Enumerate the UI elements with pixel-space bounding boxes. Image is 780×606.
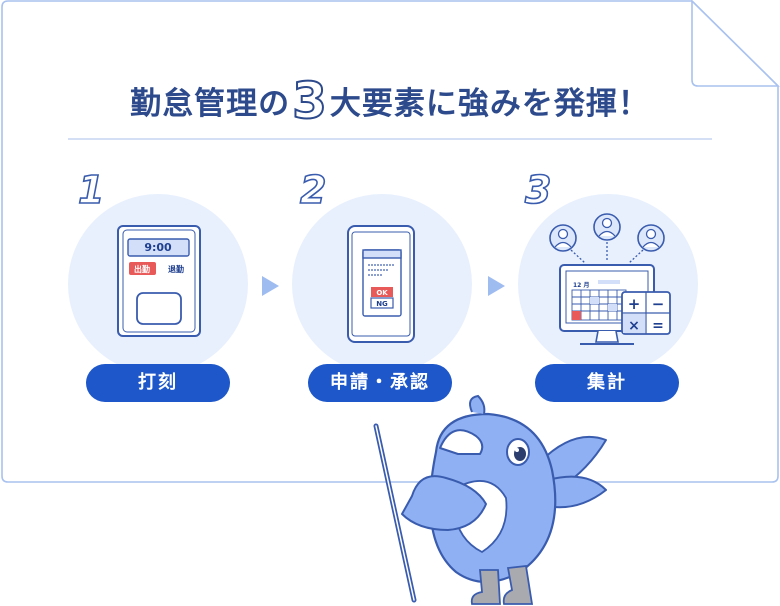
clock-in-label: 出勤 xyxy=(134,264,150,274)
title-after: 大要素に強みを発揮！ xyxy=(329,86,650,122)
step-2-number: 2 xyxy=(299,167,327,213)
calc-minus: − xyxy=(652,295,665,313)
arrow-right-icon xyxy=(488,276,505,296)
folded-corner xyxy=(691,0,780,87)
phone-approval-icon xyxy=(347,225,415,343)
calculator-icon xyxy=(621,291,671,335)
calendar-icon xyxy=(571,289,627,321)
connection-lines xyxy=(570,242,644,264)
approval-ok: OK xyxy=(376,289,388,297)
step-2-label: 申請・承認 xyxy=(308,364,452,402)
arrow-right-icon xyxy=(262,276,279,296)
user-avatar-icon xyxy=(637,224,665,252)
step-3-label: 集計 xyxy=(535,364,679,402)
step-1-number: 1 xyxy=(77,167,105,213)
bird-mascot-icon xyxy=(373,394,607,605)
calendar-month: 12 月 xyxy=(573,281,589,289)
step-3-number: 3 xyxy=(524,167,552,213)
time-clock-icon xyxy=(117,225,201,337)
title-before: 勤怠管理の xyxy=(130,86,291,122)
clock-time: 9:00 xyxy=(144,241,172,254)
approval-ng: NG xyxy=(376,300,388,308)
page-title: 勤怠管理の3大要素に強みを発揮！ xyxy=(0,75,780,129)
calc-plus: + xyxy=(628,295,641,313)
clock-out-label: 退勤 xyxy=(168,264,184,274)
calc-times: × xyxy=(628,318,640,334)
calc-equals: = xyxy=(652,318,664,334)
user-avatar-icon xyxy=(549,224,577,252)
title-number: 3 xyxy=(291,72,328,130)
step-1-label: 打刻 xyxy=(86,364,230,402)
user-avatar-icon xyxy=(593,213,621,241)
